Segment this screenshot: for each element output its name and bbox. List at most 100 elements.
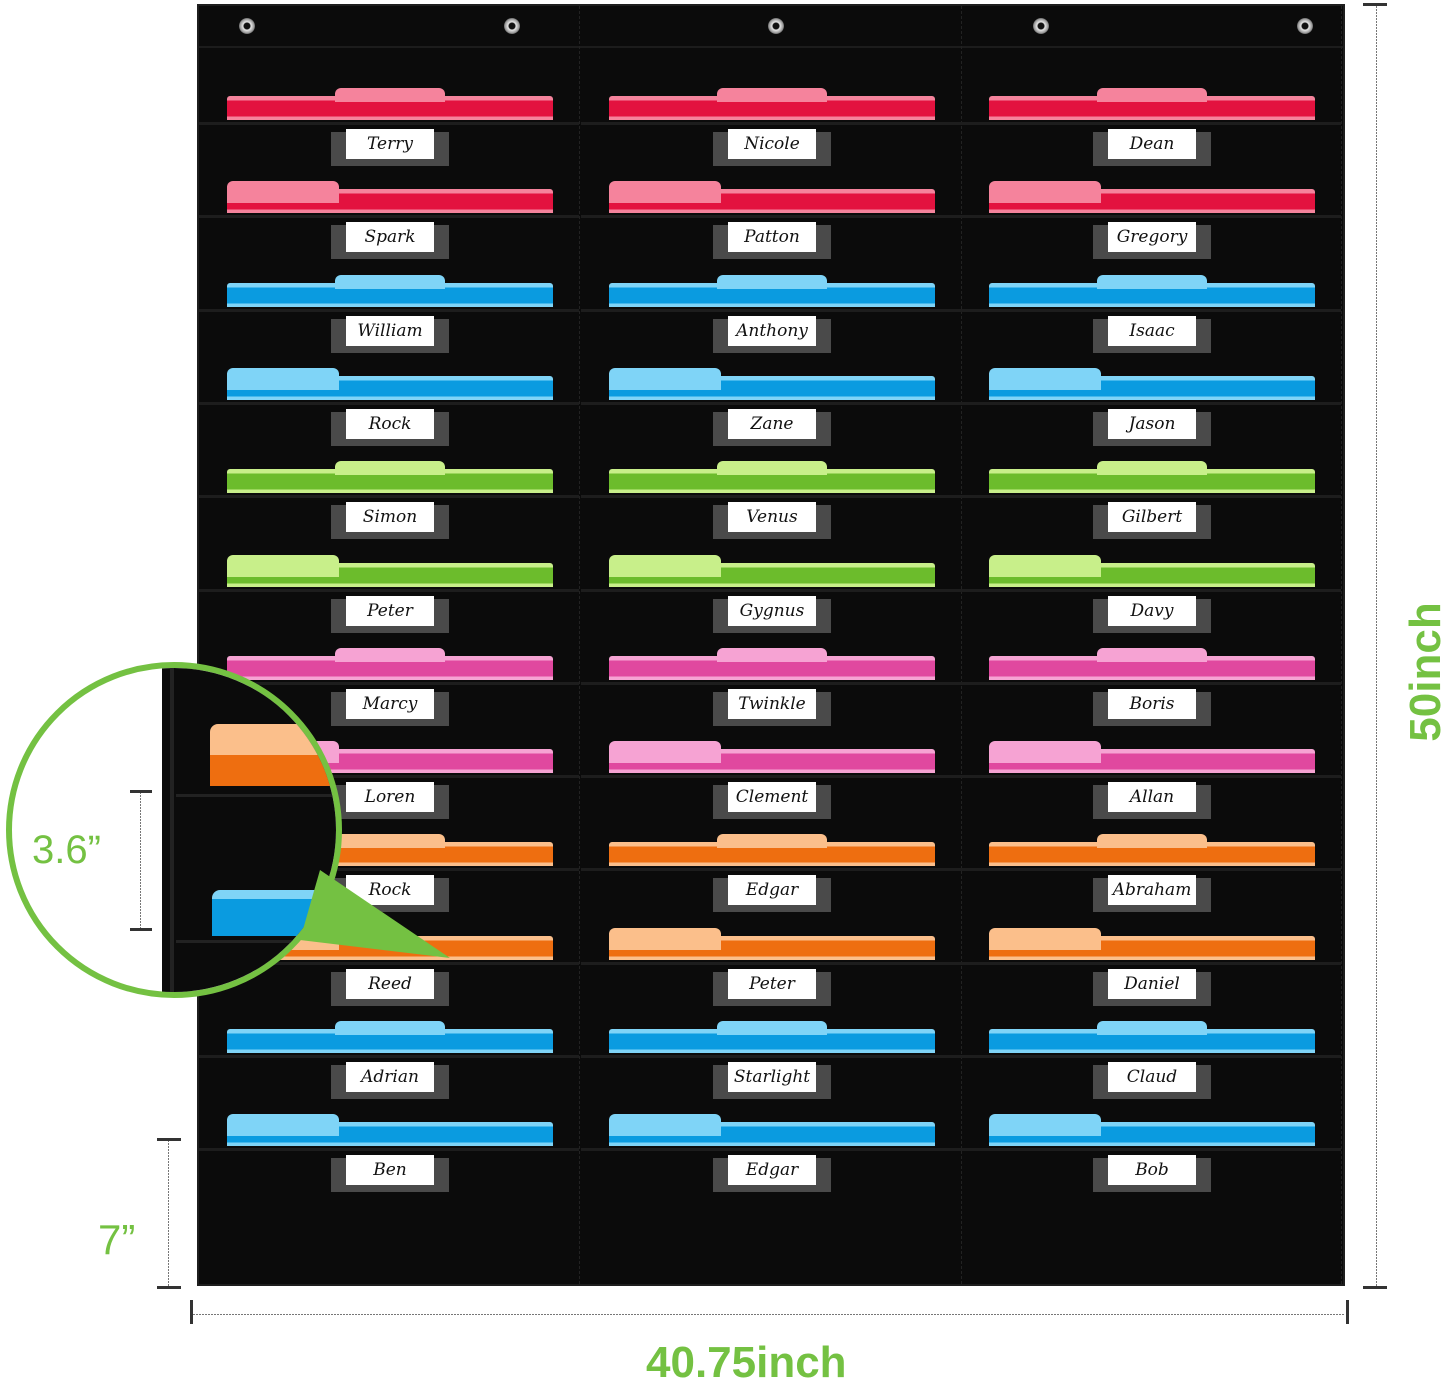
name-label-holder: Claud: [1093, 1062, 1211, 1099]
name-label-holder: Twinkle: [713, 688, 831, 726]
pocket-seam: [581, 308, 961, 312]
name-card: Zane: [728, 408, 816, 439]
name-card: Isaac: [1108, 315, 1196, 346]
name-card: Ben: [346, 1155, 434, 1186]
name-card: Allan: [1108, 782, 1196, 813]
file-folder-red: [609, 88, 935, 120]
file-folder-green: [609, 554, 935, 587]
pocket-seam: [581, 681, 961, 685]
name-label-holder: Bob: [1093, 1155, 1211, 1193]
file-folder-pink: [609, 647, 935, 680]
name-label-holder: Spark: [331, 222, 449, 260]
pocket-seam: [199, 588, 579, 592]
file-folder-green: [989, 461, 1315, 494]
name-label-holder: Gygnus: [713, 595, 831, 633]
pocket-seam: [581, 122, 961, 125]
file-folder-pink: [227, 647, 553, 680]
top-header-strip: [199, 6, 1343, 48]
dimension-cap: [157, 1138, 181, 1141]
pocket-seam: [199, 401, 579, 405]
pocket-seam: [961, 122, 1341, 125]
dimension-cap: [190, 1300, 193, 1324]
name-card: Abraham: [1108, 875, 1196, 906]
file-folder-blue: [989, 1114, 1315, 1147]
name-label-holder: Allan: [1093, 782, 1211, 820]
name-card: Reed: [346, 968, 434, 999]
bottom-pocket-label: 7”: [98, 1216, 136, 1263]
name-label-holder: Patton: [713, 222, 831, 260]
name-card: Adrian: [346, 1062, 434, 1092]
file-folder-blue: [989, 1021, 1315, 1053]
name-label-holder: Peter: [713, 968, 831, 1006]
name-card: Gygnus: [728, 595, 816, 626]
name-label-holder: Adrian: [331, 1062, 449, 1099]
dimension-cap: [157, 1286, 181, 1289]
zoom-pocket-seam: [176, 940, 336, 943]
name-card: Simon: [346, 502, 434, 533]
name-label-holder: Venus: [713, 502, 831, 540]
name-card: Starlight: [728, 1062, 816, 1092]
width-dimension-line: [193, 1314, 1345, 1315]
file-folder-blue: [227, 1114, 553, 1147]
name-label-holder: Jason: [1093, 408, 1211, 446]
pocket-seam: [961, 868, 1341, 872]
name-label-holder: Simon: [331, 502, 449, 540]
name-label-holder: Nicole: [713, 129, 831, 166]
pocket-seam: [581, 775, 961, 779]
pocket-seam: [199, 308, 579, 312]
file-folder-red: [227, 181, 553, 214]
file-folder-blue: [989, 274, 1315, 307]
file-folder-blue: [609, 1021, 935, 1053]
grommet-icon: [504, 18, 520, 34]
pocket-seam: [961, 215, 1341, 219]
name-label-holder: Isaac: [1093, 315, 1211, 353]
name-label-holder: Loren: [331, 782, 449, 820]
name-label-holder: Rock: [331, 408, 449, 446]
pocket-seam: [961, 401, 1341, 405]
name-label-holder: Reed: [331, 968, 449, 1006]
name-label-holder: Daniel: [1093, 968, 1211, 1006]
file-folder-green: [609, 461, 935, 494]
dimension-cap: [1363, 3, 1387, 6]
name-card: Patton: [728, 222, 816, 253]
file-folder-green: [989, 554, 1315, 587]
name-card: Gilbert: [1108, 502, 1196, 533]
dimension-cap: [1363, 1286, 1387, 1289]
grommet-icon: [239, 18, 255, 34]
name-label-holder: Boris: [1093, 688, 1211, 726]
name-label-holder: William: [331, 315, 449, 353]
pocket-seam: [961, 1055, 1341, 1058]
pocket-seam: [581, 1148, 961, 1152]
file-folder-orange: [609, 834, 935, 867]
zoom-pointer-icon: [300, 870, 450, 958]
file-folder-red: [609, 181, 935, 214]
grommet-icon: [1033, 18, 1049, 34]
name-label-holder: Zane: [713, 408, 831, 446]
name-label-holder: Edgar: [713, 1155, 831, 1193]
pocket-seam: [199, 495, 579, 499]
name-label-holder: Gilbert: [1093, 502, 1211, 540]
zoom-pocket-seam: [176, 794, 336, 797]
name-card: Anthony: [728, 315, 816, 346]
file-folder-blue: [227, 1021, 553, 1053]
pocket-seam: [199, 1055, 579, 1058]
pocket-spacing-dimension-line: [140, 792, 141, 930]
name-label-holder: Clement: [713, 782, 831, 820]
file-folder-pink: [609, 741, 935, 774]
file-folder-blue: [989, 367, 1315, 400]
name-card: Bob: [1108, 1155, 1196, 1186]
file-folder-blue: [609, 367, 935, 400]
name-card: Nicole: [728, 129, 816, 159]
name-card: Venus: [728, 502, 816, 533]
pocket-spacing-label: 3.6”: [32, 828, 101, 872]
name-card: Twinkle: [728, 688, 816, 719]
name-card: Marcy: [346, 688, 434, 719]
width-label: 40.75inch: [646, 1338, 847, 1387]
name-label-holder: Dean: [1093, 129, 1211, 166]
pocket-seam: [961, 775, 1341, 779]
name-label-holder: Edgar: [713, 875, 831, 913]
pocket-seam: [581, 495, 961, 499]
pocket-seam: [961, 681, 1341, 685]
